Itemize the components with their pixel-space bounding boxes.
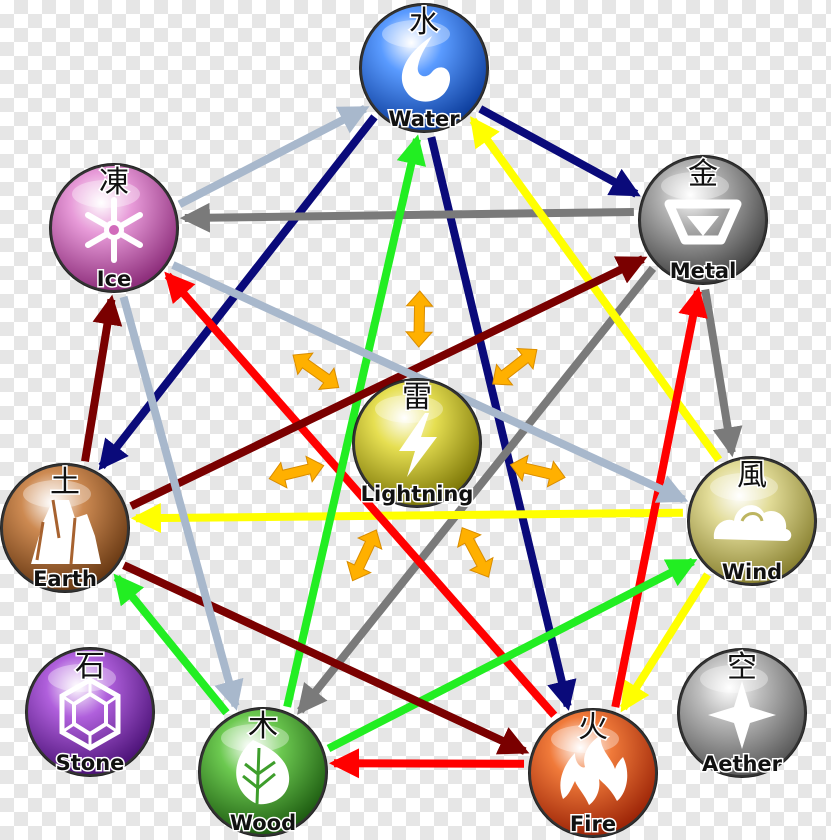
- fire-label: Fire: [570, 812, 616, 836]
- lightning-link-wood: [346, 529, 383, 582]
- lightning-link-ice: [292, 352, 340, 390]
- wood-label: Wood: [230, 811, 296, 835]
- element-node-water: 水 Water: [359, 3, 489, 133]
- element-node-earth: 土 Earth: [0, 463, 130, 593]
- relation-arrows: [81, 105, 743, 779]
- relation-arrow-ice-to-water: [177, 105, 370, 208]
- relation-arrow-wood-to-earth: [113, 573, 230, 716]
- relation-arrow-earth-to-metal: [129, 255, 648, 510]
- wood-kanji: 木: [248, 709, 278, 744]
- wind-label: Wind: [722, 560, 782, 584]
- element-node-stone: 石 Stone: [25, 647, 155, 777]
- lightning-link-fire: [457, 527, 494, 578]
- relation-arrow-wind-to-fire: [619, 572, 711, 713]
- lightning-link-earth: [268, 455, 325, 489]
- relation-arrow-wood-to-water: [283, 134, 426, 708]
- element-node-wind: 風 Wind: [687, 456, 817, 586]
- earth-kanji: 土: [50, 465, 80, 500]
- relation-arrow-fire-to-ice: [164, 271, 558, 718]
- relation-arrow-metal-to-wind: [701, 288, 743, 458]
- relation-arrow-fire-to-metal: [611, 286, 708, 708]
- element-node-aether: 空 Aether: [677, 648, 807, 778]
- element-nodes: 水 Water 金 Metal 風 Wind 火 Fire 木 Wood 土 Earth 凍 Ice 雷 Li…: [0, 3, 817, 838]
- element-node-metal: 金 Metal: [638, 155, 768, 285]
- ice-label: Ice: [97, 267, 132, 291]
- aether-label: Aether: [702, 752, 783, 776]
- relation-arrow-wind-to-earth: [130, 503, 683, 534]
- lightning-link-water: [404, 290, 434, 348]
- lightning-label: Lightning: [361, 482, 474, 506]
- element-node-wood: 木 Wood: [198, 707, 328, 837]
- ice-kanji: 凍: [99, 165, 129, 200]
- relation-arrow-earth-to-ice: [81, 294, 123, 462]
- relation-arrow-wood-to-wind: [326, 557, 698, 753]
- element-node-lightning: 雷 Lightning: [352, 378, 482, 508]
- stone-label: Stone: [56, 751, 125, 775]
- relation-arrow-fire-to-wood: [329, 748, 525, 779]
- element-node-ice: 凍 Ice: [49, 163, 179, 293]
- relation-arrow-earth-to-fire: [122, 561, 530, 755]
- aether-kanji: 空: [727, 650, 757, 685]
- stone-kanji: 石: [75, 649, 105, 684]
- relation-arrow-water-to-metal: [478, 105, 641, 198]
- relation-arrow-water-to-fire: [427, 136, 577, 711]
- lightning-links: [268, 290, 566, 582]
- relation-arrow-ice-to-wood: [119, 295, 244, 711]
- fire-kanji: 火: [578, 710, 608, 745]
- lightning-link-metal: [492, 347, 538, 386]
- element-node-fire: 火 Fire: [528, 708, 658, 838]
- water-label: Water: [388, 107, 460, 131]
- water-kanji: 水: [409, 5, 439, 40]
- stone-orb: [26, 648, 154, 776]
- relation-arrow-metal-to-wood: [297, 265, 657, 715]
- lightning-kanji: 雷: [402, 380, 432, 415]
- earth-label: Earth: [33, 567, 97, 591]
- metal-label: Metal: [670, 259, 737, 283]
- lightning-link-wind: [509, 454, 566, 488]
- relation-arrow-metal-to-ice: [179, 202, 634, 233]
- metal-kanji: 金: [688, 157, 718, 192]
- wind-kanji: 風: [737, 458, 767, 493]
- water-orb: [360, 4, 488, 132]
